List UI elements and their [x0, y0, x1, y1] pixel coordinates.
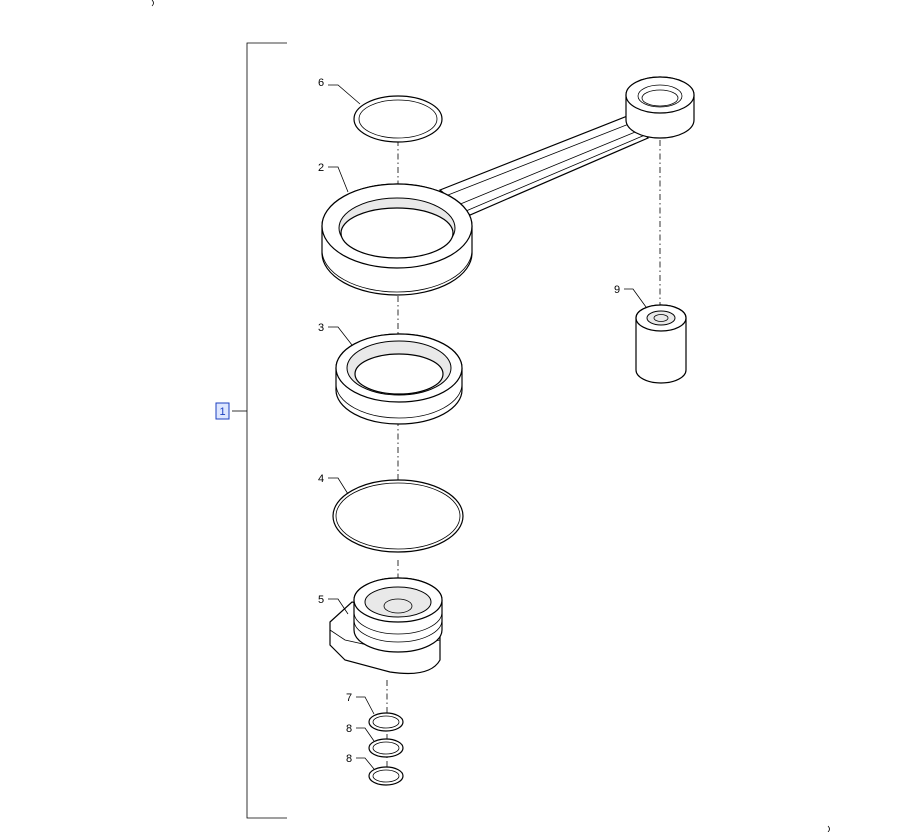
part-4-large-seal-ring[interactable]: 4	[318, 473, 464, 553]
callout-7[interactable]: 7	[346, 692, 352, 704]
assembly-callout-label[interactable]: 1	[219, 406, 225, 418]
callout-2[interactable]: 2	[318, 162, 324, 174]
part-8-o-ring-lower[interactable]: 8	[346, 753, 404, 786]
part-8-o-ring-upper[interactable]: 8	[346, 723, 404, 758]
part-9-bushing[interactable]: 9	[614, 284, 687, 384]
callout-5[interactable]: 5	[318, 594, 324, 606]
callout-6[interactable]: 6	[318, 77, 324, 89]
callout-9[interactable]: 9	[614, 284, 620, 296]
part-7-small-o-ring[interactable]: 7	[346, 692, 404, 732]
callout-8-lower[interactable]: 8	[346, 753, 352, 765]
part-3-bearing[interactable]: 3	[318, 322, 463, 425]
callout-4[interactable]: 4	[318, 473, 324, 485]
callout-8-upper[interactable]: 8	[346, 723, 352, 735]
corner-marks	[151, 0, 830, 832]
part-2-connecting-rod[interactable]: 2	[318, 76, 695, 296]
assembly-callout-1[interactable]: 1	[215, 402, 230, 420]
assembly-bracket	[232, 42, 287, 819]
callout-3[interactable]: 3	[318, 322, 324, 334]
part-6-ring-seal[interactable]: 6	[318, 77, 443, 143]
part-5-slipper-housing[interactable]: 5	[318, 577, 443, 675]
